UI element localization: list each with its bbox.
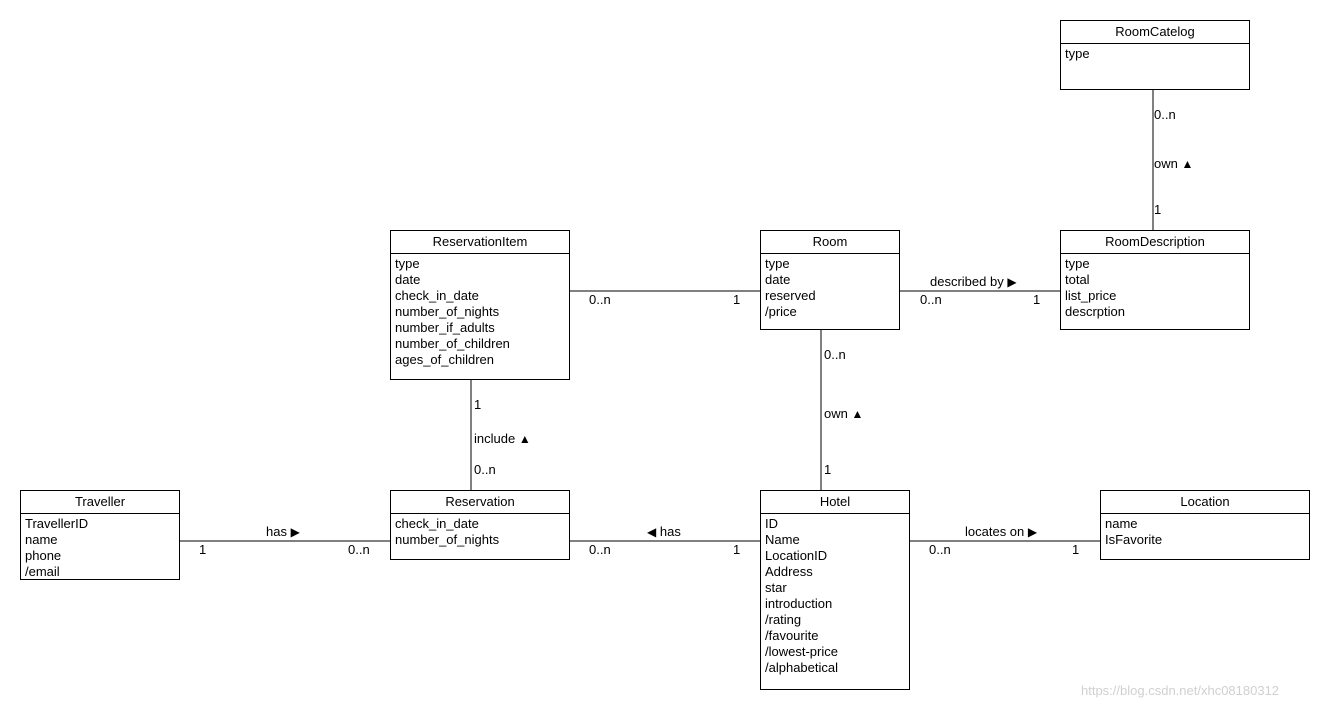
multiplicity-label: 1 [733,542,741,557]
attribute: Address [765,564,813,579]
association-name-text: has [266,524,287,539]
attribute: phone [25,548,62,563]
attribute: name [25,532,58,547]
attribute: number_of_nights [395,304,500,319]
multiplicity-label: 0..n [920,292,942,307]
attribute: type [395,256,420,271]
attribute: ages_of_children [395,352,495,367]
attribute: /email [25,564,60,579]
attribute: TravellerID [25,516,89,531]
attribute: /alphabetical [765,660,838,675]
association-name: has ▶ [266,524,300,540]
class-name: ReservationItem [391,231,569,254]
attribute: name [1105,516,1138,531]
association-name: described by ▶ [930,274,1017,290]
association-name: include ▲ [474,431,531,447]
triangle-up-icon: ▲ [518,432,531,446]
multiplicity-label: 0..n [348,542,370,557]
multiplicity-label: 1 [1033,292,1041,307]
attribute: total [1065,272,1090,287]
attribute: descrption [1065,304,1125,319]
class-name: Hotel [761,491,909,514]
attribute: /price [765,304,797,319]
class-name: RoomDescription [1061,231,1249,254]
attribute: /favourite [765,628,819,643]
attribute: /rating [765,612,802,627]
association-name: own ▲ [1154,156,1193,172]
multiplicity-label: 0..n [589,292,611,307]
triangle-right-icon: ▶ [290,525,300,539]
class-roomcatelog: RoomCatelog type [1060,20,1250,90]
multiplicity-label: 0..n [824,347,846,362]
association-name-text: own [824,406,848,421]
association-name-text: include [474,431,516,446]
attribute: check_in_date [395,288,479,303]
association-name-text: locates on [965,524,1025,539]
attribute: /lowest-price [765,644,838,659]
multiplicity-label: 1 [1072,542,1080,557]
attribute: date [765,272,791,287]
class-name: Traveller [21,491,179,514]
multiplicity-label: 0..n [1154,107,1176,122]
association-name: locates on ▶ [965,524,1037,540]
attribute: date [395,272,421,287]
class-name: Room [761,231,899,254]
attribute: number_if_adults [395,320,495,335]
association-name-text: has [659,524,681,539]
attribute: number_of_nights [395,532,500,547]
attribute: type [1065,46,1090,61]
attribute: check_in_date [395,516,479,531]
triangle-up-icon: ▲ [1181,157,1194,171]
attribute: reserved [765,288,816,303]
class-name: Reservation [391,491,569,514]
attribute-list: type [1061,44,1249,62]
attribute: introduction [765,596,833,611]
attribute: number_of_children [395,336,510,351]
attribute: star [765,580,787,595]
association-name-text: own [1154,156,1178,171]
multiplicity-label: 1 [1154,202,1162,217]
multiplicity-label: 0..n [474,462,496,477]
triangle-left-icon: ◀ [647,525,657,539]
association-name: own ▲ [824,406,863,422]
attribute: Name [765,532,800,547]
attribute: LocationID [765,548,828,563]
triangle-right-icon: ▶ [1007,275,1017,289]
multiplicity-label: 1 [199,542,207,557]
attribute: IsFavorite [1105,532,1163,547]
multiplicity-label: 1 [474,397,482,412]
triangle-right-icon: ▶ [1027,525,1038,539]
multiplicity-label: 1 [733,292,741,307]
association-name-text: described by [930,274,1004,289]
attribute: ID [765,516,778,531]
watermark: https://blog.csdn.net/xhc08180312 [1081,683,1280,698]
attribute: type [765,256,790,271]
class-name: Location [1101,491,1309,514]
triangle-up-icon: ▲ [851,407,864,421]
attribute: type [1065,256,1090,271]
multiplicity-label: 0..n [589,542,611,557]
attribute: list_price [1065,288,1117,303]
association-name: ◀ has [647,524,681,540]
multiplicity-label: 1 [824,462,832,477]
multiplicity-label: 0..n [929,542,951,557]
class-name: RoomCatelog [1061,21,1249,44]
